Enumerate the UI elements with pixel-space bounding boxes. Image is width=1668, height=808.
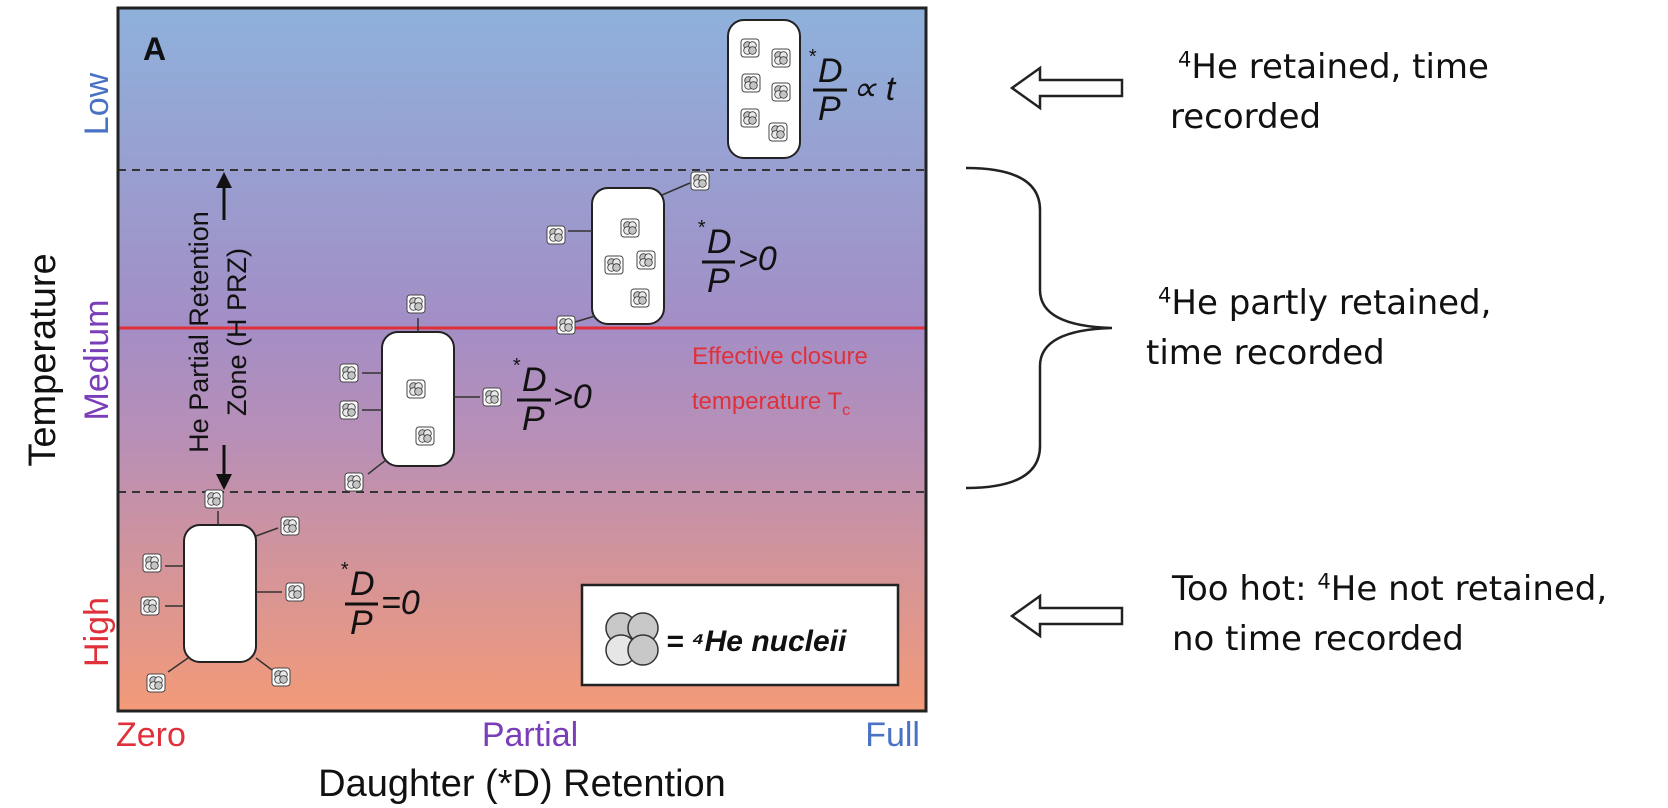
he-nucleus-icon xyxy=(339,400,359,420)
he-nucleus-icon xyxy=(771,48,791,68)
he-nucleus-icon xyxy=(146,673,166,693)
he-nucleus-icon xyxy=(344,472,364,492)
annotation-medium-line2: time recorded xyxy=(1146,333,1385,373)
he-nucleus-legend-icon xyxy=(605,612,659,666)
he-nucleus-icon xyxy=(740,108,760,128)
svg-text:*: * xyxy=(697,217,706,239)
x-level-zero: Zero xyxy=(116,716,186,754)
x-level-full: Full xyxy=(865,716,920,754)
he-nucleus-icon xyxy=(620,218,640,238)
y-level-high: High xyxy=(78,597,116,667)
panel-label: A xyxy=(143,31,166,67)
x-level-partial: Partial xyxy=(482,716,578,754)
grain-zero-retention xyxy=(140,489,305,693)
he-nucleus-icon xyxy=(546,225,566,245)
svg-text:P: P xyxy=(707,262,730,300)
annotation-low-line2: recorded xyxy=(1170,97,1322,137)
annotation-medium-line1: He partly retained, xyxy=(1171,283,1492,323)
svg-text:∝ t: ∝ t xyxy=(852,70,897,108)
annotation-medium-sup: 4 xyxy=(1158,282,1172,308)
legend: = ⁴He nucleii xyxy=(580,583,900,687)
he-nucleus-icon xyxy=(140,596,160,616)
plot-frame xyxy=(116,6,928,713)
ratio-zero: * D P =0 xyxy=(340,559,420,642)
svg-text:>0: >0 xyxy=(553,378,592,416)
he-nucleus-icon xyxy=(406,379,426,399)
annotation-high-pre: Too hot: xyxy=(1172,569,1318,609)
medium-brace-icon xyxy=(965,166,1113,490)
svg-text:P: P xyxy=(350,604,373,642)
he-nucleus-icon xyxy=(768,122,788,142)
svg-text:=0: =0 xyxy=(381,584,420,622)
svg-text:*: * xyxy=(340,559,349,581)
he-nucleus-icon xyxy=(406,294,426,314)
he-nucleus-icon xyxy=(271,667,291,687)
he-nucleus-icon xyxy=(415,426,435,446)
svg-text:D: D xyxy=(707,223,732,261)
he-nucleus-icon xyxy=(142,553,162,573)
he-nucleus-icon xyxy=(741,73,761,93)
zone-arrow-up-head xyxy=(216,172,232,188)
he-nucleus-icon xyxy=(630,288,650,308)
grain-full-retention xyxy=(727,19,801,159)
annotation-high-sup: 4 xyxy=(1317,568,1331,594)
annotation-low-line1: He retained, time xyxy=(1191,47,1489,87)
legend-text: = ⁴He nucleii xyxy=(666,625,847,658)
high-arrow-icon xyxy=(1009,593,1124,639)
annotation-low: 4He retained, time recorded xyxy=(1170,42,1489,142)
svg-text:*: * xyxy=(512,355,521,377)
x-axis-title: Daughter (*D) Retention xyxy=(318,763,726,805)
ratio-full: * D P ∝ t xyxy=(808,46,897,128)
he-nucleus-icon xyxy=(636,250,656,270)
closure-label-line1: Effective closure xyxy=(692,343,868,370)
annotation-high-line1: He not retained, xyxy=(1330,569,1608,609)
svg-text:D: D xyxy=(350,565,375,603)
he-nucleus-icon xyxy=(771,82,791,102)
closure-label-line2: temperature Tc xyxy=(692,388,850,419)
he-nucleus-icon xyxy=(740,38,760,58)
annotation-high: Too hot: 4He not retained, no time recor… xyxy=(1172,564,1607,664)
he-nucleus-icon xyxy=(482,387,502,407)
grain-partial-upper xyxy=(546,171,710,335)
low-arrow-icon xyxy=(1009,65,1124,111)
svg-text:*: * xyxy=(808,46,817,68)
annotation-high-line2: no time recorded xyxy=(1172,619,1464,659)
ratio-partial-upper: * D P >0 xyxy=(697,217,777,300)
y-level-medium: Medium xyxy=(78,300,116,421)
annotation-medium: 4He partly retained, time recorded xyxy=(1146,278,1492,378)
he-nucleus-icon xyxy=(339,363,359,383)
zone-arrow-down-head xyxy=(216,474,232,490)
he-nucleus-icon xyxy=(556,315,576,335)
he-nucleus-icon xyxy=(204,489,224,509)
svg-text:P: P xyxy=(818,90,841,128)
svg-text:P: P xyxy=(522,400,545,438)
svg-text:>0: >0 xyxy=(738,240,777,278)
he-nucleus-icon xyxy=(690,171,710,191)
y-axis-title: Temperature xyxy=(22,253,64,466)
annotation-low-sup: 4 xyxy=(1178,46,1192,72)
he-nucleus-icon xyxy=(604,255,624,275)
grain-partial-lower xyxy=(339,294,502,492)
zone-label-line1: He Partial Retention xyxy=(184,211,214,453)
ratio-partial-lower: * D P >0 xyxy=(512,355,592,438)
he-nucleus-icon xyxy=(285,582,305,602)
svg-text:D: D xyxy=(522,361,547,399)
y-level-low: Low xyxy=(78,72,116,135)
svg-text:D: D xyxy=(818,52,843,90)
zone-label-line2: Zone (H PRZ) xyxy=(222,248,252,416)
he-nucleus-icon xyxy=(280,516,300,536)
